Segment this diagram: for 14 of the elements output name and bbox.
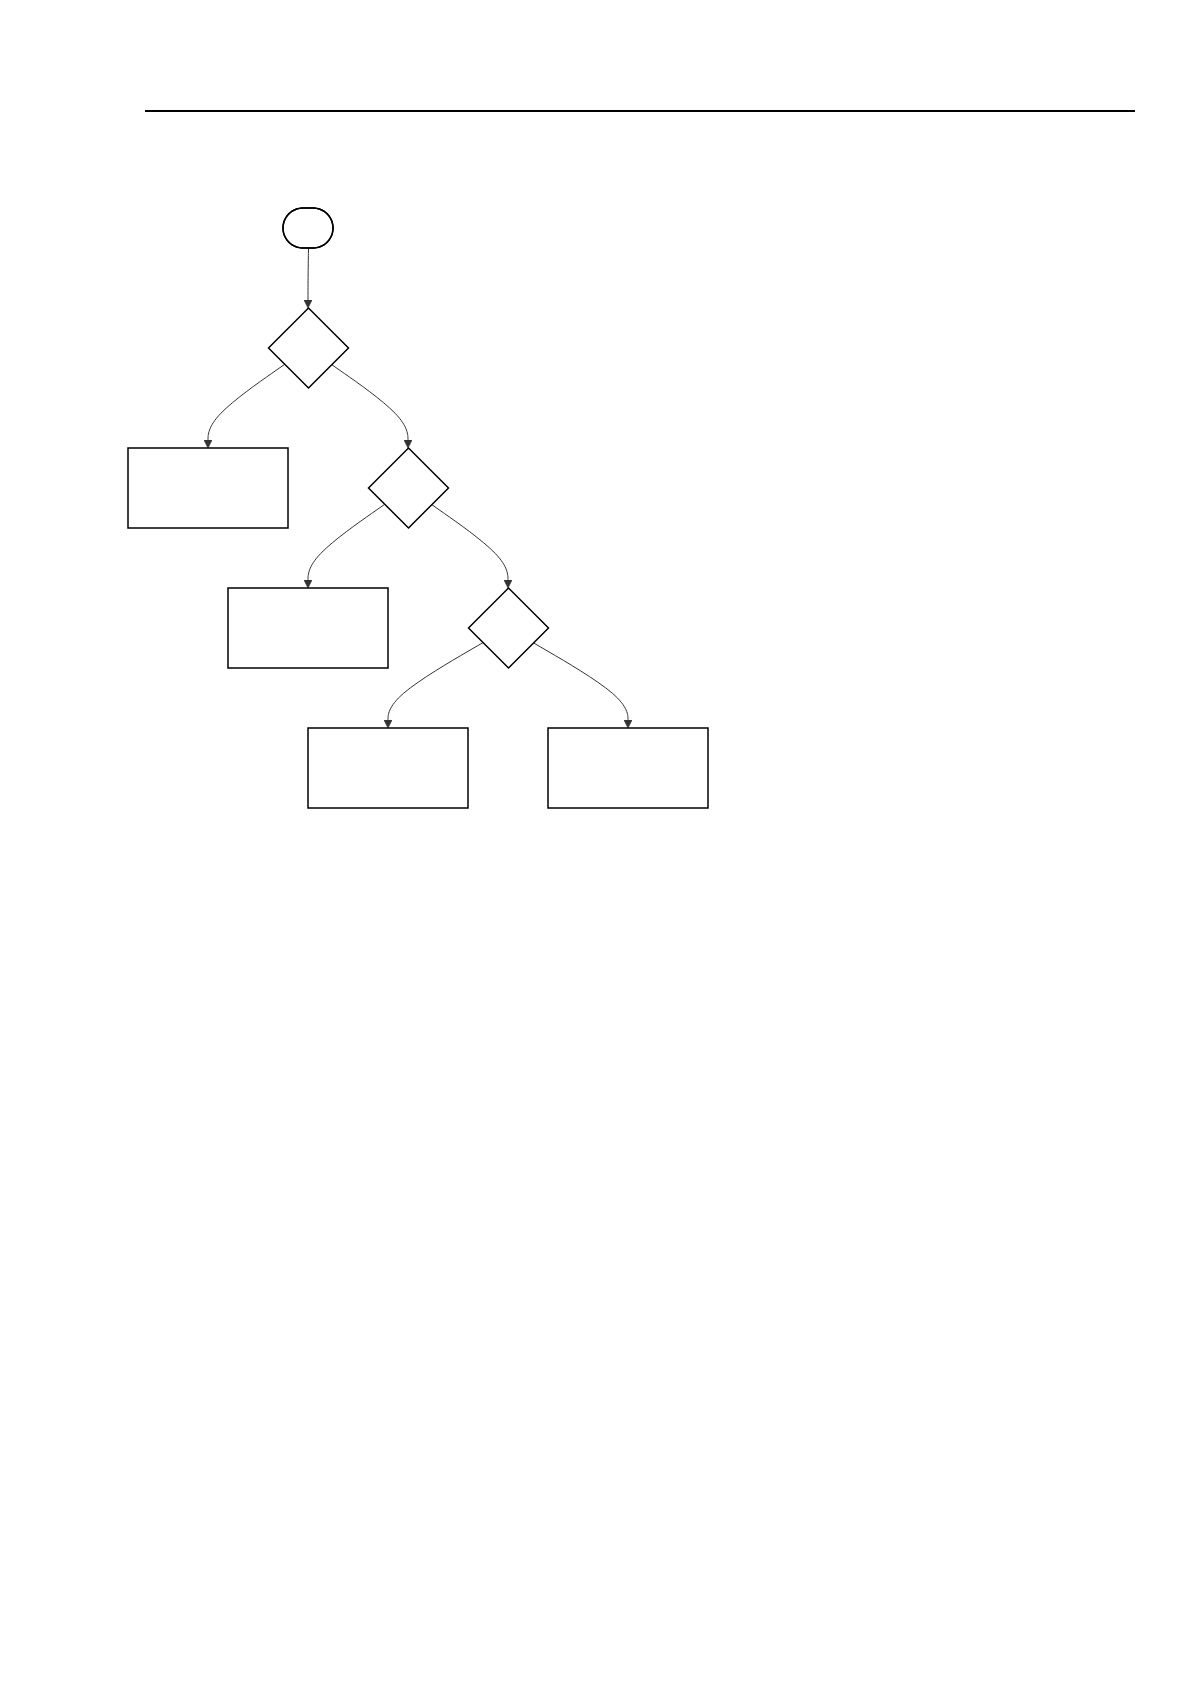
arrow bbox=[203, 363, 285, 449]
arrow bbox=[431, 503, 513, 589]
node-box bbox=[547, 727, 709, 809]
arrow bbox=[303, 248, 313, 309]
node-diamond bbox=[367, 446, 450, 530]
node-box bbox=[127, 447, 289, 529]
node-box bbox=[227, 587, 389, 669]
node-diamond bbox=[467, 586, 550, 670]
arrow bbox=[383, 642, 484, 729]
arrow bbox=[532, 642, 633, 729]
node-box bbox=[307, 727, 469, 809]
arrow bbox=[331, 363, 413, 449]
node-diamond bbox=[267, 306, 350, 390]
arrow bbox=[303, 503, 385, 589]
